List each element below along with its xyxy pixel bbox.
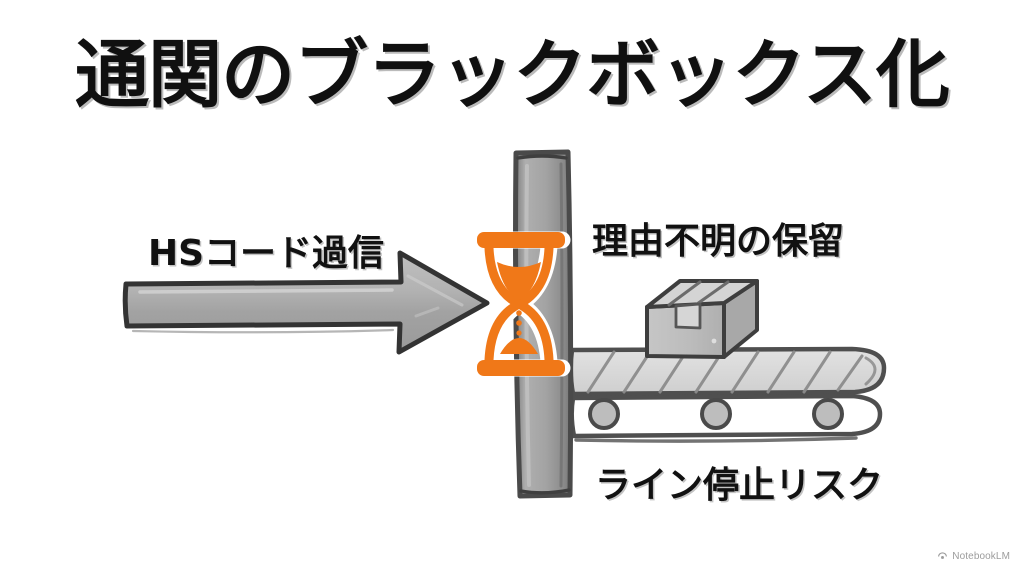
notebooklm-logo-icon [938,552,948,559]
cardboard-box [645,279,759,359]
conveyor-roller-group [588,398,844,430]
flow-arrow [122,250,490,355]
watermark-text: NotebookLM [952,551,1010,562]
conveyor-belt [568,346,887,443]
label-hs-code-overconfidence: HSコード過信 [148,233,385,274]
label-unexplained-hold: 理由不明の保留 [592,221,845,262]
notebooklm-watermark: NotebookLM [937,551,1010,562]
hourglass-icon [471,231,571,377]
page-title: 通関のブラックボックス化 [75,32,950,118]
label-line-stop-risk: ライン停止リスク [595,465,884,506]
